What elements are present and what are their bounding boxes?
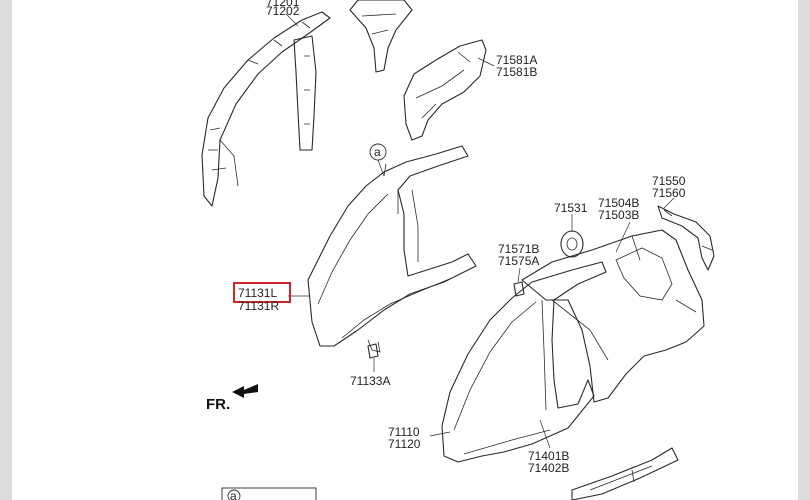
side-outer-panel-part[interactable] [441,261,607,463]
front-direction-indicator: FR. [206,384,258,413]
callout-a-text: a [374,145,381,159]
front-label: FR. [206,396,230,413]
label-71110[interactable]: 71110 [388,425,420,439]
leader-lines [285,13,675,449]
label-71202[interactable]: 71202 [266,4,300,18]
fuel-filler-housing-part[interactable] [560,230,584,258]
label-71550[interactable]: 71550 [652,174,686,188]
label-71133a[interactable]: 71133A [350,374,390,388]
label-71571b[interactable]: 71571B [498,242,539,256]
label-71531[interactable]: 71531 [554,201,588,215]
front-arrow-icon [232,384,258,398]
label-71581b[interactable]: 71581B [496,65,537,79]
label-71402b[interactable]: 71402B [528,461,569,475]
pillar-reinforcement-part[interactable] [201,11,331,207]
body-side-exploded-diagram: a a FR. 71201 71202 71581A 71581B 71131L… [201,0,715,500]
clip-part[interactable] [367,343,379,359]
label-71504b[interactable]: 71504B [598,196,639,210]
parts-diagram-sheet: a a FR. 71201 71202 71581A 71581B 71131L… [12,0,798,500]
label-71560[interactable]: 71560 [652,186,686,200]
reference-box-a[interactable]: a [221,487,317,500]
label-71581a[interactable]: 71581A [496,53,537,67]
hinge-bracket-part[interactable] [657,205,715,271]
label-71401b[interactable]: 71401B [528,449,569,463]
label-71131l[interactable]: 71131L [238,286,277,300]
wheel-house-inner-part[interactable] [349,0,487,141]
highlight-box-71131l [233,282,291,303]
label-71120[interactable]: 71120 [388,437,421,451]
callout-a-marker[interactable]: a [369,143,387,161]
side-outer-front-part[interactable] [307,145,477,353]
label-71131r[interactable]: 71131R [238,299,279,313]
label-71575a[interactable]: 71575A [498,254,539,268]
small-bracket-part[interactable] [513,281,525,297]
reference-box-a-text: a [230,489,237,500]
quarter-panel-part[interactable] [521,229,705,403]
label-71503b[interactable]: 71503B [598,208,639,222]
label-71201[interactable]: 71201 [266,0,300,9]
sill-reinforcement-part[interactable] [571,447,679,500]
